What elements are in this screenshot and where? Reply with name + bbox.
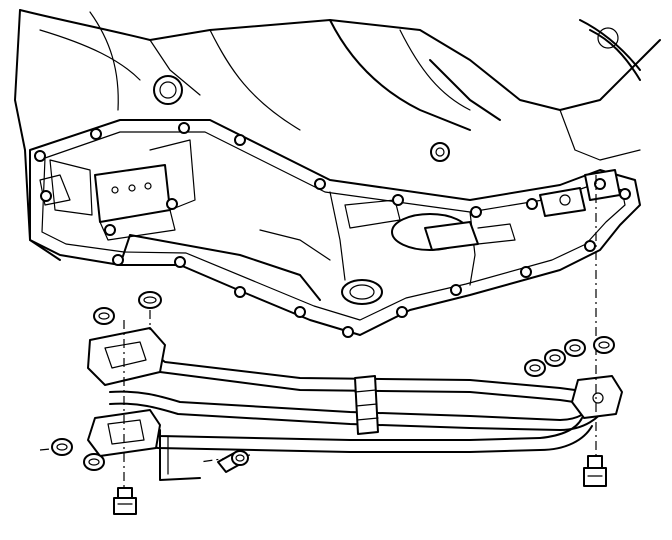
cooler-line-fittings xyxy=(87,327,623,457)
seal-ring-right-1 xyxy=(524,359,546,377)
seal-ring-top-left xyxy=(93,307,115,325)
oil-pan xyxy=(29,119,641,336)
seal-ring-top xyxy=(138,291,162,309)
transmission-case xyxy=(14,9,661,261)
mounting-bolts xyxy=(113,450,607,515)
bolt-bottom-left xyxy=(113,487,137,515)
cooler-line-bracket xyxy=(354,375,379,435)
seal-ring-right-3 xyxy=(564,339,586,357)
pan-flange-bolts xyxy=(34,122,631,338)
seal-rings xyxy=(51,291,615,471)
seal-ring-left-1 xyxy=(51,438,73,456)
seal-ring-left-2 xyxy=(83,453,105,471)
seal-ring-right-4 xyxy=(593,336,615,354)
bolt-bottom-right xyxy=(583,455,607,487)
bolt-bracket xyxy=(217,450,249,473)
seal-ring-right-2 xyxy=(544,349,566,367)
lower-line-bracket xyxy=(159,429,201,481)
